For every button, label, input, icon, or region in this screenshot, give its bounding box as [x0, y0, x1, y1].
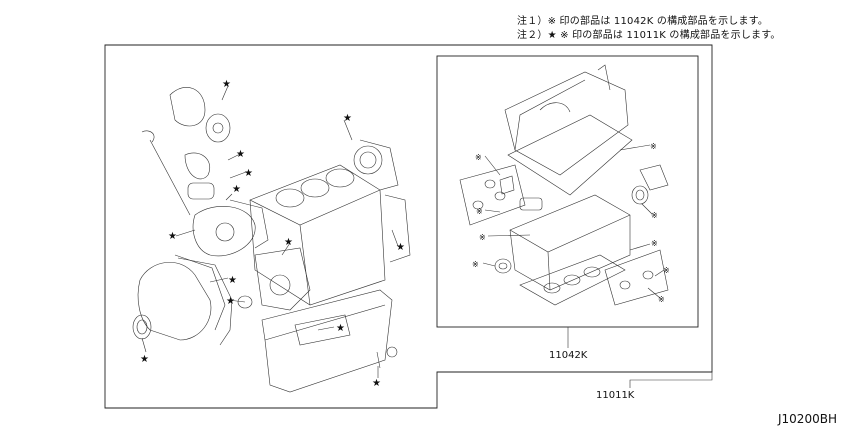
- star-marker: ★: [226, 296, 235, 307]
- star-marker: ★: [244, 168, 253, 179]
- star-marker: ★: [140, 354, 149, 365]
- star-marker: ★: [284, 237, 293, 248]
- asterisk-marker: ※: [650, 142, 657, 151]
- cylinder-head-assembly: [459, 64, 669, 306]
- star-marker: ★: [236, 149, 245, 160]
- leader-lines: [141, 85, 665, 378]
- note-1: 注１）※ 印の部品は 11042K の構成部品を示します。: [517, 16, 769, 27]
- asterisk-marker: ※: [479, 233, 486, 242]
- asterisk-marker: ※: [651, 211, 658, 220]
- asterisk-marker: ※: [475, 153, 482, 162]
- star-marker: ★: [372, 378, 381, 389]
- note-2: 注２）★ ※ 印の部品は 11011K の構成部品を示します。: [517, 30, 781, 41]
- star-marker: ★: [336, 323, 345, 334]
- asterisk-marker: ※: [472, 260, 479, 269]
- star-marker: ★: [222, 79, 231, 90]
- star-marker: ★: [228, 275, 237, 286]
- inner-kit-frame: [436, 55, 699, 328]
- asterisk-marker: ※: [476, 207, 483, 216]
- engine-assembly: [132, 87, 411, 393]
- outer-kit-frame: [104, 44, 713, 409]
- star-marker: ★: [396, 242, 405, 253]
- asterisk-markers: ※ ※ ※ ※ ※ ※ ※ ※ ※: [472, 142, 670, 304]
- label-11042k[interactable]: 11042K: [549, 350, 588, 361]
- star-markers: ★ ★ ★ ★ ★ ★ ★ ★ ★ ★ ★ ★ ★: [140, 79, 405, 389]
- asterisk-marker: ※: [658, 295, 665, 304]
- star-marker: ★: [343, 113, 352, 124]
- diagram-id: J10200BH: [778, 412, 837, 426]
- star-marker: ★: [168, 231, 177, 242]
- asterisk-marker: ※: [651, 239, 658, 248]
- star-marker: ★: [232, 184, 241, 195]
- asterisk-marker: ※: [663, 266, 670, 275]
- label-11011k[interactable]: 11011K: [596, 390, 635, 401]
